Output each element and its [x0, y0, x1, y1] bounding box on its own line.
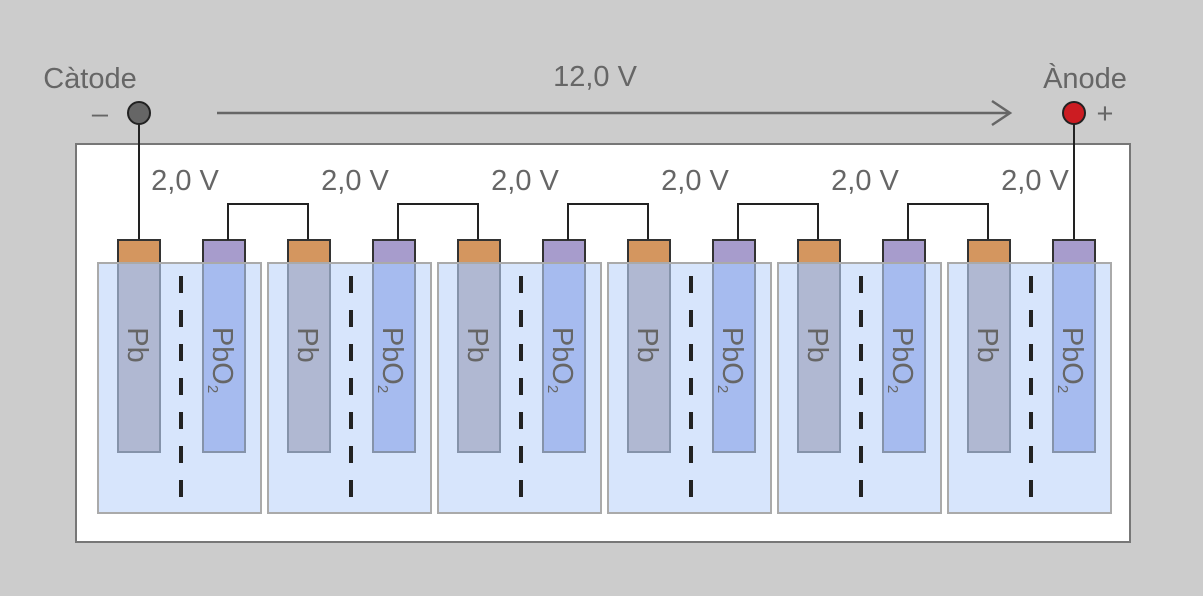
anode-sign: +: [1097, 98, 1114, 130]
cell: Pb PbO2 2,0 V: [437, 165, 649, 514]
cell-voltage: 2,0 V: [661, 165, 729, 197]
pbo2-label: PbO2: [544, 327, 578, 393]
cathode-label: Càtode: [43, 63, 137, 95]
anode-terminal: [1062, 101, 1086, 125]
pbo2-cap: [1052, 239, 1096, 264]
cell: Pb PbO2 2,0 V: [947, 165, 1112, 514]
connector-wire: [567, 203, 649, 240]
connector-wire: [397, 203, 479, 240]
total-voltage-arrow: [217, 99, 1013, 127]
cell: Pb PbO2 2,0 V: [267, 165, 479, 514]
anode-label: Ànode: [1043, 62, 1127, 95]
cell: Pb PbO2 2,0 V: [607, 165, 819, 514]
cathode-sign: –: [92, 98, 109, 130]
cell-voltage: 2,0 V: [321, 165, 389, 197]
connector-wire: [737, 203, 819, 240]
pb-cap: [967, 239, 1011, 264]
pb-cap: [287, 239, 331, 264]
cell: Pb PbO2 2,0 V: [777, 165, 989, 514]
connector-wire: [227, 203, 309, 240]
pbo2-cap: [712, 239, 756, 264]
cell-voltage: 2,0 V: [831, 165, 899, 197]
pb-label: Pb: [631, 327, 663, 362]
pb-label: Pb: [291, 327, 323, 362]
cell-voltage: 2,0 V: [151, 165, 219, 197]
pb-label: Pb: [461, 327, 493, 362]
pbo2-cap: [542, 239, 586, 264]
pbo2-cap: [372, 239, 416, 264]
pbo2-cap: [202, 239, 246, 264]
pb-label: Pb: [121, 327, 153, 362]
pb-cap: [117, 239, 161, 264]
pb-label: Pb: [971, 327, 1003, 362]
connector-wire: [907, 203, 989, 240]
pb-cap: [797, 239, 841, 264]
total-voltage: 12,0 V: [553, 61, 637, 93]
cell: Pb PbO2 2,0 V: [97, 165, 309, 514]
pb-cap: [457, 239, 501, 264]
pbo2-label: PbO2: [374, 327, 408, 393]
pbo2-label: PbO2: [714, 327, 748, 393]
cell-voltage: 2,0 V: [491, 165, 559, 197]
pbo2-label: PbO2: [884, 327, 918, 393]
pbo2-cap: [882, 239, 926, 264]
pb-cap: [627, 239, 671, 264]
pb-label: Pb: [801, 327, 833, 362]
cell-voltage: 2,0 V: [1001, 165, 1069, 197]
cathode-terminal: [127, 101, 151, 125]
pbo2-label: PbO2: [204, 327, 238, 393]
pbo2-label: PbO2: [1054, 327, 1088, 393]
